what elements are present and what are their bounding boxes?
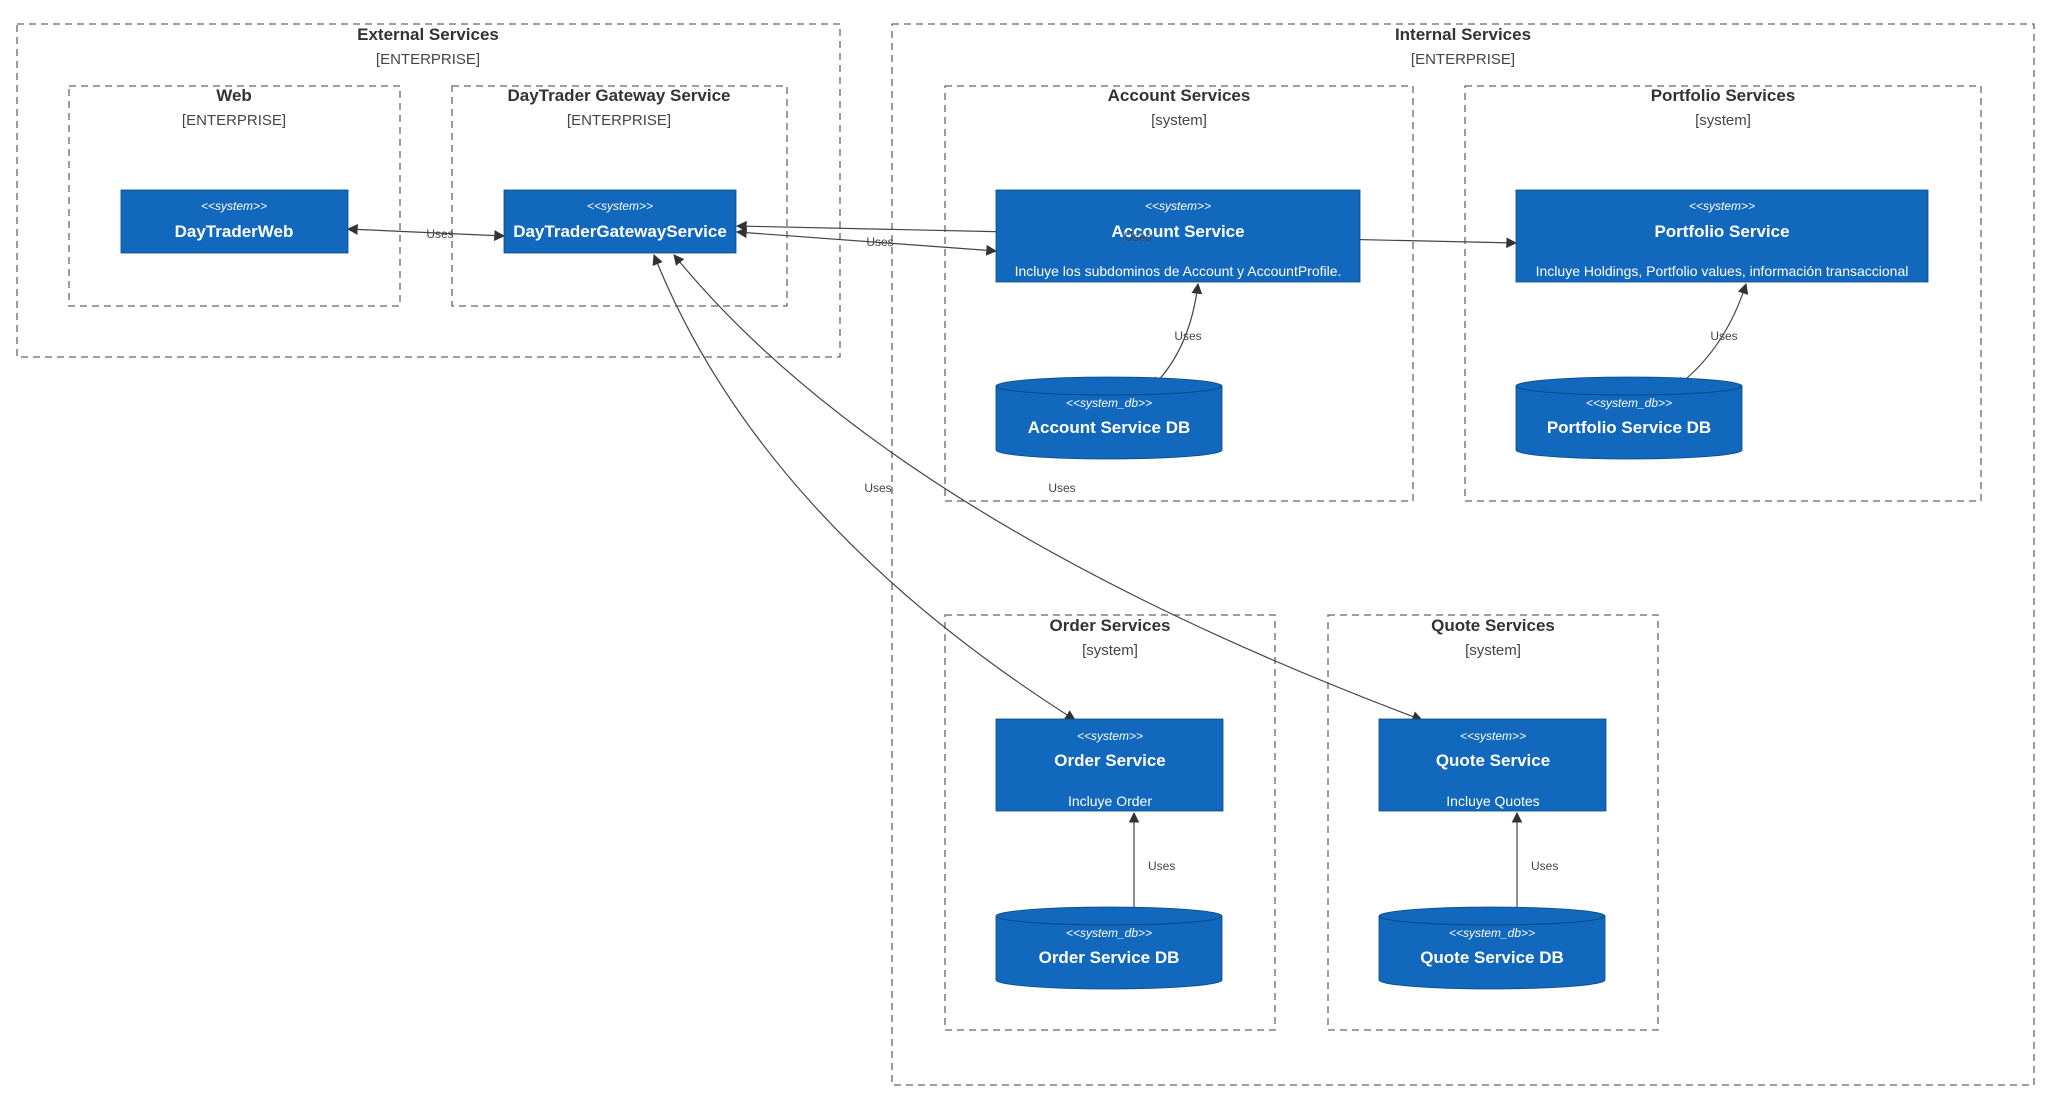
edge-label: Uses xyxy=(1048,481,1075,495)
edge-label: Uses xyxy=(866,235,893,249)
node-description: Incluye Order xyxy=(1068,793,1152,809)
node-daytradergatewayservice[interactable]: <<system>> DayTraderGatewayService xyxy=(503,189,737,254)
boundary-type: [ENTERPRISE] xyxy=(376,51,480,68)
node-stereotype: <<system>> xyxy=(1689,199,1755,213)
boundary-type: [system] xyxy=(1465,642,1521,659)
boundary-type: [system] xyxy=(1695,112,1751,129)
node-stereotype: <<system>> xyxy=(1460,729,1526,743)
edge-label: Uses xyxy=(864,481,891,495)
boundary-title: Portfolio Services xyxy=(1651,86,1796,105)
boundary-type: [system] xyxy=(1151,112,1207,129)
db-order-service[interactable]: <<system_db>> Order Service DB xyxy=(995,906,1223,990)
node-title: DayTraderWeb xyxy=(175,222,294,241)
node-order-service[interactable]: <<system>> Order Service Incluye Order xyxy=(995,718,1224,812)
edge-label: Uses xyxy=(1531,859,1558,873)
boundary-title: Account Services xyxy=(1108,86,1251,105)
node-daytraderweb[interactable]: <<system>> DayTraderWeb xyxy=(120,189,349,254)
boundary-web: Web [ENTERPRISE] xyxy=(68,85,401,307)
node-title: Account Service xyxy=(1111,222,1244,241)
node-stereotype: <<system>> xyxy=(201,199,267,213)
node-title: Order Service xyxy=(1054,751,1166,770)
node-stereotype: <<system>> xyxy=(1077,729,1143,743)
db-stereotype: <<system_db>> xyxy=(1449,926,1535,940)
edge-gateway-quote[interactable] xyxy=(673,254,1424,722)
node-portfolio-service[interactable]: <<system>> Portfolio Service Incluye Hol… xyxy=(1515,189,1929,283)
edge-label: Uses xyxy=(1148,859,1175,873)
boundary-title: Web xyxy=(216,86,252,105)
node-description: Incluye Quotes xyxy=(1446,793,1539,809)
node-stereotype: <<system>> xyxy=(1145,199,1211,213)
boundary-daytrader-gateway-service: DayTrader Gateway Service [ENTERPRISE] xyxy=(451,85,788,307)
db-portfolio-service[interactable]: <<system_db>> Portfolio Service DB xyxy=(1515,376,1743,460)
edge-label: Uses xyxy=(1710,329,1737,343)
boundary-internal-services: Internal Services [ENTERPRISE] xyxy=(891,23,2035,1086)
db-title: Portfolio Service DB xyxy=(1547,418,1711,437)
edge-label: Uses xyxy=(426,227,453,241)
node-stereotype: <<system>> xyxy=(587,199,653,213)
db-title: Quote Service DB xyxy=(1420,948,1564,967)
db-account-service[interactable]: <<system_db>> Account Service DB xyxy=(995,376,1223,460)
node-title: Portfolio Service xyxy=(1654,222,1789,241)
boundary-type: [ENTERPRISE] xyxy=(567,112,671,129)
db-stereotype: <<system_db>> xyxy=(1066,926,1152,940)
edge-label: Uses xyxy=(1174,329,1201,343)
edges: Uses Uses Uses Uses Uses Uses Uses Uses xyxy=(346,220,1749,920)
node-title: Quote Service xyxy=(1436,751,1550,770)
db-quote-service[interactable]: <<system_db>> Quote Service DB xyxy=(1378,906,1606,990)
node-title: DayTraderGatewayService xyxy=(513,222,727,241)
node-description: Incluye Holdings, Portfolio values, info… xyxy=(1536,263,1909,279)
db-title: Order Service DB xyxy=(1039,948,1180,967)
boundary-type: [ENTERPRISE] xyxy=(1411,51,1515,68)
boundary-type: [ENTERPRISE] xyxy=(182,112,286,129)
node-account-service[interactable]: <<system>> Account Service Incluye los s… xyxy=(995,189,1361,283)
db-stereotype: <<system_db>> xyxy=(1586,396,1672,410)
boundary-title: Order Services xyxy=(1050,616,1171,635)
edge-web-gateway[interactable] xyxy=(346,224,506,241)
boundary-title: Internal Services xyxy=(1395,25,1531,44)
boundary-quote-services: Quote Services [system] xyxy=(1327,614,1659,1031)
boundary-title: DayTrader Gateway Service xyxy=(507,86,730,105)
node-description: Incluye los subdominos de Account y Acco… xyxy=(1015,263,1342,279)
db-title: Account Service DB xyxy=(1028,418,1191,437)
boundary-external-services: External Services [ENTERPRISE] xyxy=(16,23,841,358)
boundary-type: [system] xyxy=(1082,642,1138,659)
node-quote-service[interactable]: <<system>> Quote Service Incluye Quotes xyxy=(1378,718,1607,812)
db-stereotype: <<system_db>> xyxy=(1066,396,1152,410)
boundary-title: External Services xyxy=(357,25,499,44)
boundary-portfolio-services: Portfolio Services [system] xyxy=(1464,85,1982,502)
edge-label: Uses xyxy=(1124,230,1151,244)
boundary-title: Quote Services xyxy=(1431,616,1555,635)
